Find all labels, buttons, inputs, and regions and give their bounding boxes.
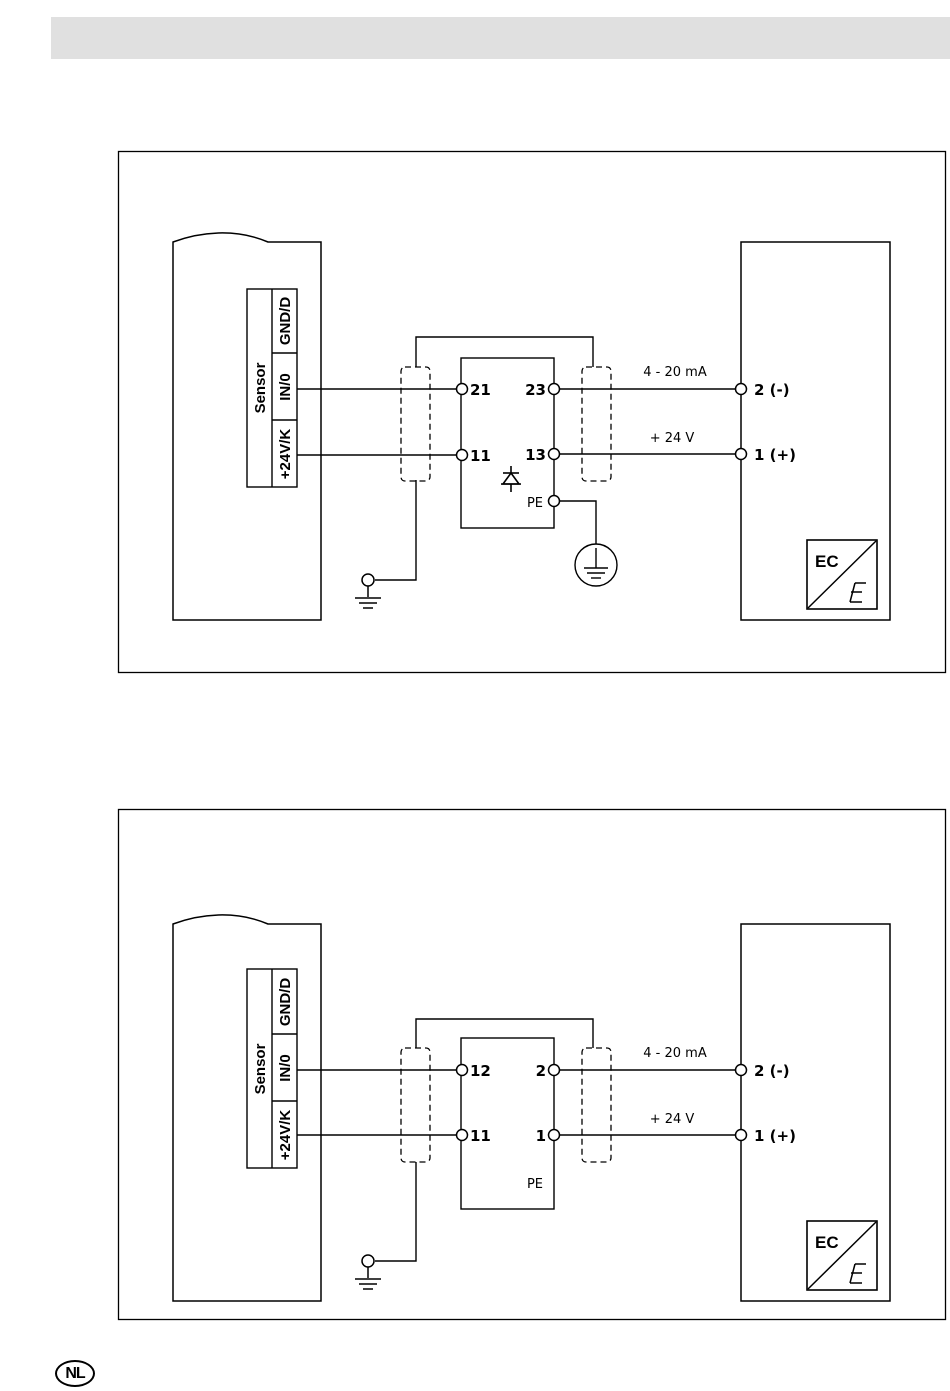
terminal-circle: [736, 1065, 747, 1076]
ec-terminal-minus: 2 (-): [754, 381, 790, 399]
wiring-diagram-2: Sensor GND/D IN/0 +24V/K 12 11 2 1 PE 4 …: [0, 808, 950, 1323]
sensor-terminal-block: Sensor GND/D IN/0 +24V/K: [247, 289, 297, 487]
protective-earth-icon: [575, 544, 617, 586]
ec-logo: EC: [807, 540, 877, 609]
wiring-diagram-1-svg: Sensor GND/D IN/0 +24V/K 21 11 23 13 PE: [0, 150, 950, 675]
wiring-diagram-1: Sensor GND/D IN/0 +24V/K 21 11 23 13 PE: [0, 150, 950, 675]
terminal-circle: [549, 496, 560, 507]
cable-shield-left: [401, 1048, 430, 1162]
barrier-terminal-out-top: 2: [536, 1062, 546, 1080]
sensor-terminal-24v: +24V/K: [277, 429, 294, 480]
signal-label: 4 - 20 mA: [643, 1046, 707, 1061]
ec-terminal-minus: 2 (-): [754, 1062, 790, 1080]
ground-icon: [355, 1255, 381, 1289]
cable-shield-right: [582, 367, 611, 481]
ec-device: 2 (-) 1 (+) EC: [736, 924, 891, 1301]
barrier-terminal-in-top: 21: [470, 381, 491, 399]
terminal-circle: [457, 1065, 468, 1076]
terminal-circle: [549, 384, 560, 395]
sensor-terminal-block: Sensor GND/D IN/0 +24V/K: [247, 969, 297, 1168]
ec-logo: EC: [807, 1221, 877, 1290]
barrier-terminal-out-bottom: 1: [536, 1127, 546, 1145]
sensor-title: Sensor: [252, 1043, 269, 1094]
supply-label: + 24 V: [650, 1112, 695, 1127]
terminal-circle: [736, 1130, 747, 1141]
terminal-circle: [736, 384, 747, 395]
sensor-terminal-in: IN/0: [277, 373, 294, 401]
language-badge: NL: [55, 1360, 95, 1387]
barrier-terminal-out-bottom: 13: [525, 446, 546, 464]
sensor-terminal-gnd: GND/D: [277, 297, 294, 346]
barrier-terminal-in-bottom: 11: [470, 447, 491, 465]
ground-icon: [355, 574, 381, 608]
sensor-terminal-in: IN/0: [277, 1054, 294, 1082]
supply-label: + 24 V: [650, 431, 695, 446]
barrier-terminal-out-top: 23: [525, 381, 546, 399]
terminal-circle: [457, 384, 468, 395]
terminal-circle: [549, 449, 560, 460]
wiring-diagram-2-svg: Sensor GND/D IN/0 +24V/K 12 11 2 1 PE 4 …: [0, 808, 950, 1323]
ec-logo-text: EC: [815, 552, 839, 571]
isolation-barrier: 21 11 23 13 PE: [457, 358, 560, 528]
ec-logo-text: EC: [815, 1233, 839, 1252]
terminal-circle: [457, 450, 468, 461]
barrier-terminal-in-bottom: 11: [470, 1127, 491, 1145]
isolation-barrier: 12 11 2 1 PE: [457, 1038, 560, 1209]
cable-shield-left: [401, 367, 430, 481]
terminal-circle: [457, 1130, 468, 1141]
header-bar: [51, 17, 950, 59]
cable-shield-right: [582, 1048, 611, 1162]
ec-terminal-plus: 1 (+): [754, 446, 796, 464]
sensor-terminal-24v: +24V/K: [277, 1110, 294, 1161]
barrier-terminal-in-top: 12: [470, 1062, 491, 1080]
sensor-terminal-gnd: GND/D: [277, 978, 294, 1027]
barrier-pe-label: PE: [527, 1177, 543, 1192]
barrier-pe-label: PE: [527, 496, 543, 511]
terminal-circle: [549, 1130, 560, 1141]
terminal-circle: [736, 449, 747, 460]
ec-terminal-plus: 1 (+): [754, 1127, 796, 1145]
ec-device: 2 (-) 1 (+) EC: [736, 242, 891, 620]
terminal-circle: [549, 1065, 560, 1076]
signal-label: 4 - 20 mA: [643, 365, 707, 380]
sensor-title: Sensor: [252, 362, 269, 413]
